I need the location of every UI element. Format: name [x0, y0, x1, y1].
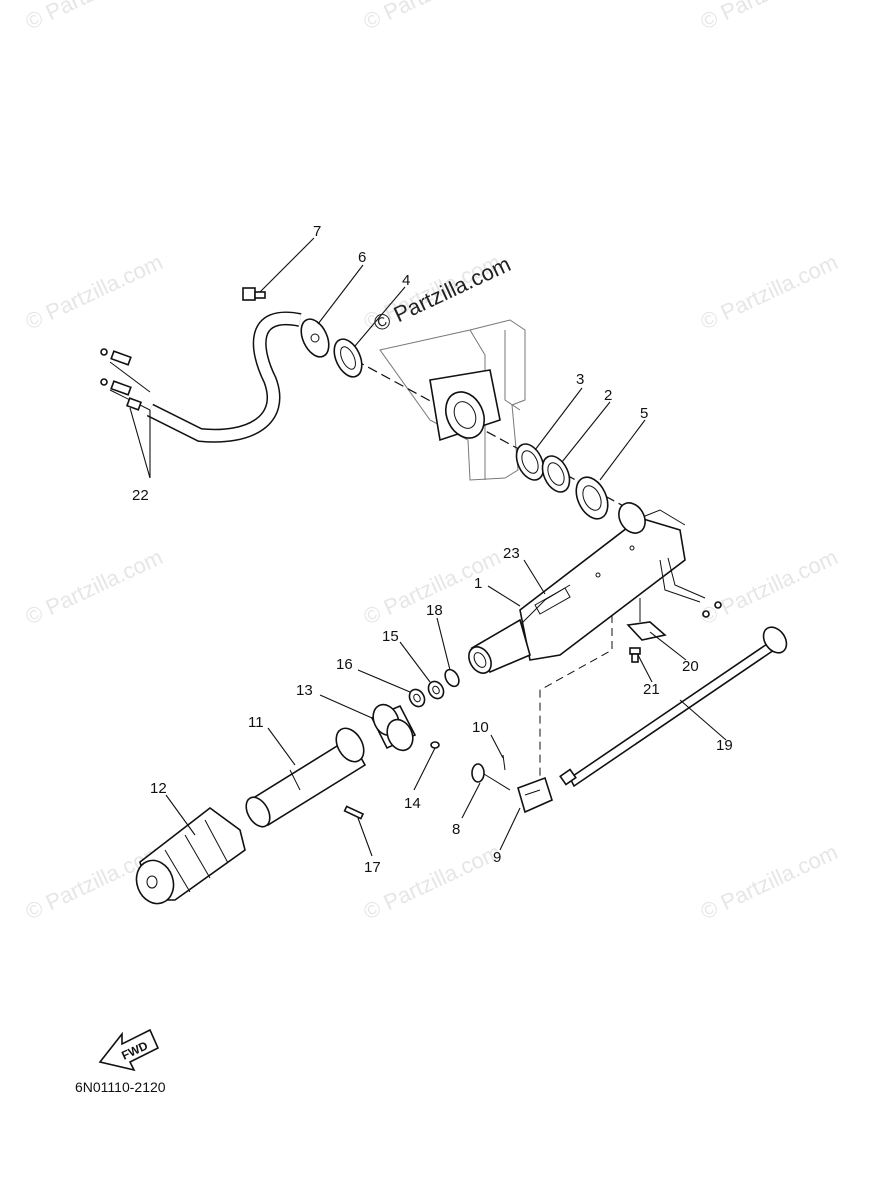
- spring-15: [427, 680, 445, 700]
- callout-12: 12: [150, 780, 167, 797]
- callout-1: 1: [474, 575, 482, 592]
- clamp-9: [517, 776, 553, 814]
- pin-10: [502, 754, 506, 771]
- callout-15: 15: [382, 628, 399, 645]
- callout-5: 5: [640, 405, 648, 422]
- watermark: © Partzilla.com: [360, 0, 505, 35]
- callout-2: 2: [604, 387, 612, 404]
- throttle-shaft-19: [559, 626, 788, 788]
- cable-plate-6: [300, 318, 330, 358]
- seal-4: [333, 338, 363, 378]
- callout-7: 7: [313, 223, 321, 240]
- callout-11: 11: [248, 714, 264, 731]
- callout-10: 10: [472, 719, 489, 736]
- bushing-5: [575, 476, 609, 520]
- center-watermark: © Partzilla.com: [370, 251, 515, 336]
- swivel-boss: [429, 369, 501, 442]
- callout-6: 6: [358, 249, 366, 266]
- watermark: © Partzilla.com: [22, 0, 167, 35]
- bolt-21: [629, 647, 641, 663]
- drawing-code: 6N01110-2120: [75, 1079, 166, 1095]
- washer-16: [408, 688, 426, 708]
- watermark: © Partzilla.com: [697, 249, 842, 334]
- callout-14: 14: [404, 795, 421, 812]
- callout-3: 3: [576, 371, 584, 388]
- watermark: © Partzilla.com: [697, 839, 842, 924]
- watermark-layer: © Partzilla.com © Partzilla.com © Partzi…: [22, 0, 842, 925]
- throttle-grip-11: [245, 727, 367, 828]
- washer-3: [515, 443, 545, 481]
- callout-8: 8: [452, 821, 460, 838]
- watermark: © Partzilla.com: [360, 839, 505, 924]
- callout-19: 19: [716, 737, 733, 754]
- screw-17: [343, 805, 365, 820]
- watermark: © Partzilla.com: [22, 249, 167, 334]
- leader-lines: [129, 237, 727, 857]
- watermark: © Partzilla.com: [697, 0, 842, 35]
- collar-18: [444, 668, 460, 688]
- screw-8: [471, 763, 511, 791]
- callout-21: 21: [643, 681, 660, 698]
- collar-13: [370, 703, 417, 752]
- bolt-7: [242, 287, 266, 301]
- watermark: © Partzilla.com: [22, 544, 167, 629]
- grip-12: [135, 806, 246, 905]
- pin-14: [430, 741, 440, 749]
- steering-handle-1: [468, 502, 722, 674]
- callout-22: 22: [132, 487, 149, 504]
- fwd-arrow-icon: FWD: [98, 1028, 160, 1072]
- throttle-cables: [100, 311, 302, 443]
- wave-washer-2: [541, 455, 571, 493]
- callout-9: 9: [493, 849, 501, 866]
- callout-23: 23: [503, 545, 520, 562]
- callout-20: 20: [682, 658, 699, 675]
- callout-numbers: 1 2 3 4 5 6 7 8 9 10 11 12 13 14 15 16 1…: [132, 223, 733, 876]
- callout-16: 16: [336, 656, 353, 673]
- callout-4: 4: [402, 272, 410, 289]
- watermark: © Partzilla.com: [697, 544, 842, 629]
- plate-20: [626, 598, 667, 641]
- callout-17: 17: [364, 859, 381, 876]
- callout-18: 18: [426, 602, 443, 619]
- callout-13: 13: [296, 682, 313, 699]
